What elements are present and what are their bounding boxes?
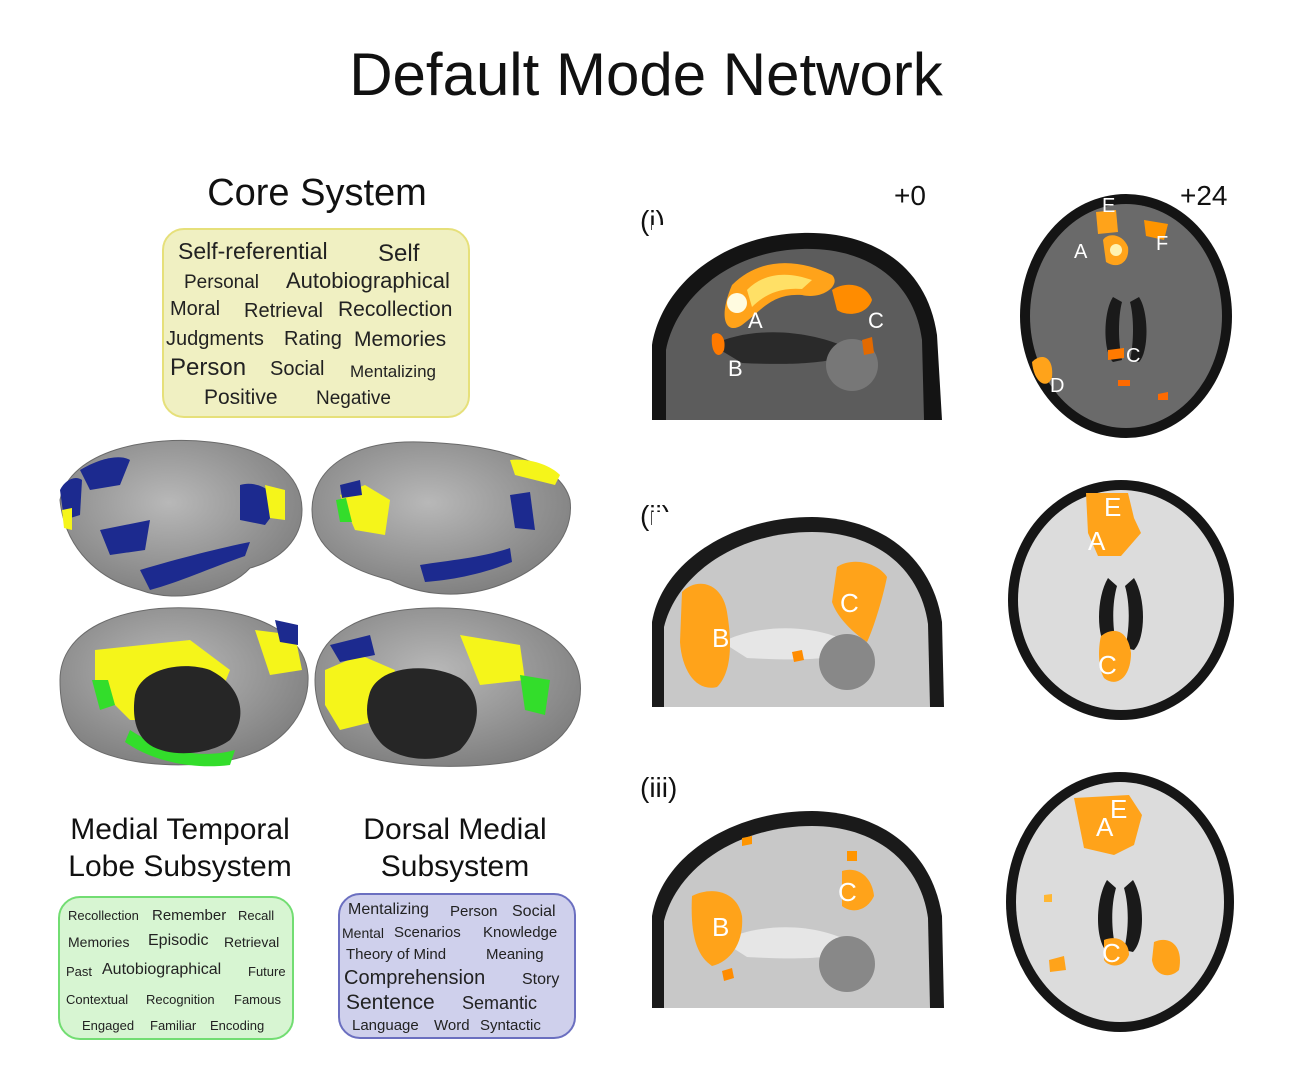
core-word: Recollection: [338, 298, 453, 321]
mtl-word: Memories: [68, 934, 130, 950]
dm-heading-line2: Subsystem: [380, 850, 530, 883]
left-medial-hemisphere: [59, 607, 309, 767]
slice-letter-C: C: [1126, 345, 1140, 367]
mtl-word: Recognition: [146, 992, 215, 1007]
dm-word: Theory of Mind: [346, 946, 447, 963]
mtl-word: Autobiographical: [102, 961, 222, 978]
core-word: Negative: [316, 388, 391, 409]
sagittal-slice-ii: B C: [652, 512, 944, 707]
sagittal-slice-i: A B C: [652, 225, 942, 420]
slice-letter-D: D: [1050, 375, 1064, 397]
dm-word: Social: [512, 903, 556, 920]
core-word: Person: [170, 354, 247, 381]
right-lateral-hemisphere: [311, 441, 571, 595]
dm-word: Sentence: [346, 991, 435, 1014]
sagittal-coordinate: +0: [894, 180, 926, 211]
mtl-word: Encoding: [210, 1018, 265, 1033]
axial-slice-iii: E A C: [1006, 772, 1234, 1032]
slice-letter-A: A: [748, 308, 763, 333]
mtl-word: Recollection: [68, 908, 139, 923]
core-word: Autobiographical: [286, 268, 450, 293]
mtl-word: Episodic: [148, 932, 209, 949]
mtl-word: Engaged: [82, 1018, 135, 1033]
dm-word: Mentalizing: [348, 901, 429, 918]
core-system-heading: Core System: [207, 172, 427, 214]
core-word: Memories: [354, 328, 447, 351]
slice-letter-A: A: [1096, 812, 1114, 842]
row-label-iii: (iii): [640, 772, 678, 803]
core-word: Judgments: [166, 328, 264, 350]
core-word: Personal: [184, 272, 259, 293]
axial-coordinate: +24: [1180, 180, 1228, 211]
slice-letter-E: E: [1110, 794, 1127, 824]
mtl-word: Contextual: [66, 992, 129, 1007]
core-word: Retrieval: [244, 300, 323, 322]
dm-word-cloud: Mentalizing Person Social Mental Scenari…: [338, 893, 576, 1039]
dm-word: Syntactic: [480, 1017, 541, 1034]
mtl-word: Remember: [152, 907, 227, 924]
core-word: Rating: [284, 328, 342, 350]
left-lateral-hemisphere: [59, 439, 303, 597]
mtl-word: Future: [248, 964, 286, 979]
dm-word: Language: [352, 1017, 419, 1034]
core-word: Positive: [204, 386, 278, 409]
mtl-word: Retrieval: [224, 934, 280, 950]
core-word: Social: [270, 358, 325, 380]
slice-letter-C: C: [1098, 650, 1117, 680]
mtl-heading-line1: Medial Temporal: [70, 813, 290, 846]
dm-word: Comprehension: [344, 967, 486, 989]
right-medial-hemisphere: [314, 607, 581, 767]
figure-title: Default Mode Network: [349, 41, 943, 108]
slice-letter-C: C: [838, 877, 857, 907]
slice-letter-F: F: [1156, 233, 1168, 255]
slice-letter-A: A: [1074, 241, 1088, 263]
slice-letter-A: A: [1088, 526, 1106, 556]
slice-letter-E: E: [1102, 195, 1115, 217]
mtl-heading: Medial Temporal Lobe Subsystem: [40, 811, 320, 885]
mtl-word: Familiar: [150, 1018, 197, 1033]
core-word: Moral: [170, 298, 221, 320]
axial-slice-ii: E A C: [1008, 480, 1234, 720]
dm-word: Scenarios: [394, 924, 461, 941]
slice-letter-B: B: [712, 912, 729, 942]
sagittal-slice-iii: B C: [652, 806, 944, 1008]
dm-heading-line1: Dorsal Medial: [363, 813, 547, 846]
dm-heading: Dorsal Medial Subsystem: [325, 811, 585, 885]
mtl-word: Famous: [234, 992, 281, 1007]
mtl-heading-line2: Lobe Subsystem: [68, 850, 292, 883]
slice-letter-C: C: [840, 588, 859, 618]
mtl-word-cloud: Recollection Remember Recall Memories Ep…: [58, 896, 294, 1040]
dm-word: Mental: [342, 925, 385, 941]
dm-word: Semantic: [462, 993, 538, 1013]
slice-letter-C: C: [1102, 938, 1121, 968]
cortical-surface-maps: [59, 439, 581, 767]
core-word: Mentalizing: [350, 362, 436, 381]
dm-word: Word: [434, 1017, 470, 1034]
slice-letter-C: C: [868, 308, 884, 333]
mtl-word: Recall: [238, 908, 275, 923]
dm-word: Story: [522, 971, 560, 988]
dm-word: Knowledge: [483, 924, 558, 941]
core-word-cloud: Self-referential Self Personal Autobiogr…: [162, 228, 470, 418]
slice-letter-B: B: [712, 623, 729, 653]
axial-slice-i: E A F C D: [1020, 194, 1232, 438]
core-word: Self: [378, 240, 420, 267]
dm-word: Meaning: [486, 946, 544, 963]
slice-letter-E: E: [1104, 492, 1121, 522]
mtl-word: Past: [66, 964, 93, 979]
dm-word: Person: [450, 903, 498, 920]
slice-letter-B: B: [728, 356, 743, 381]
core-word: Self-referential: [178, 238, 328, 264]
